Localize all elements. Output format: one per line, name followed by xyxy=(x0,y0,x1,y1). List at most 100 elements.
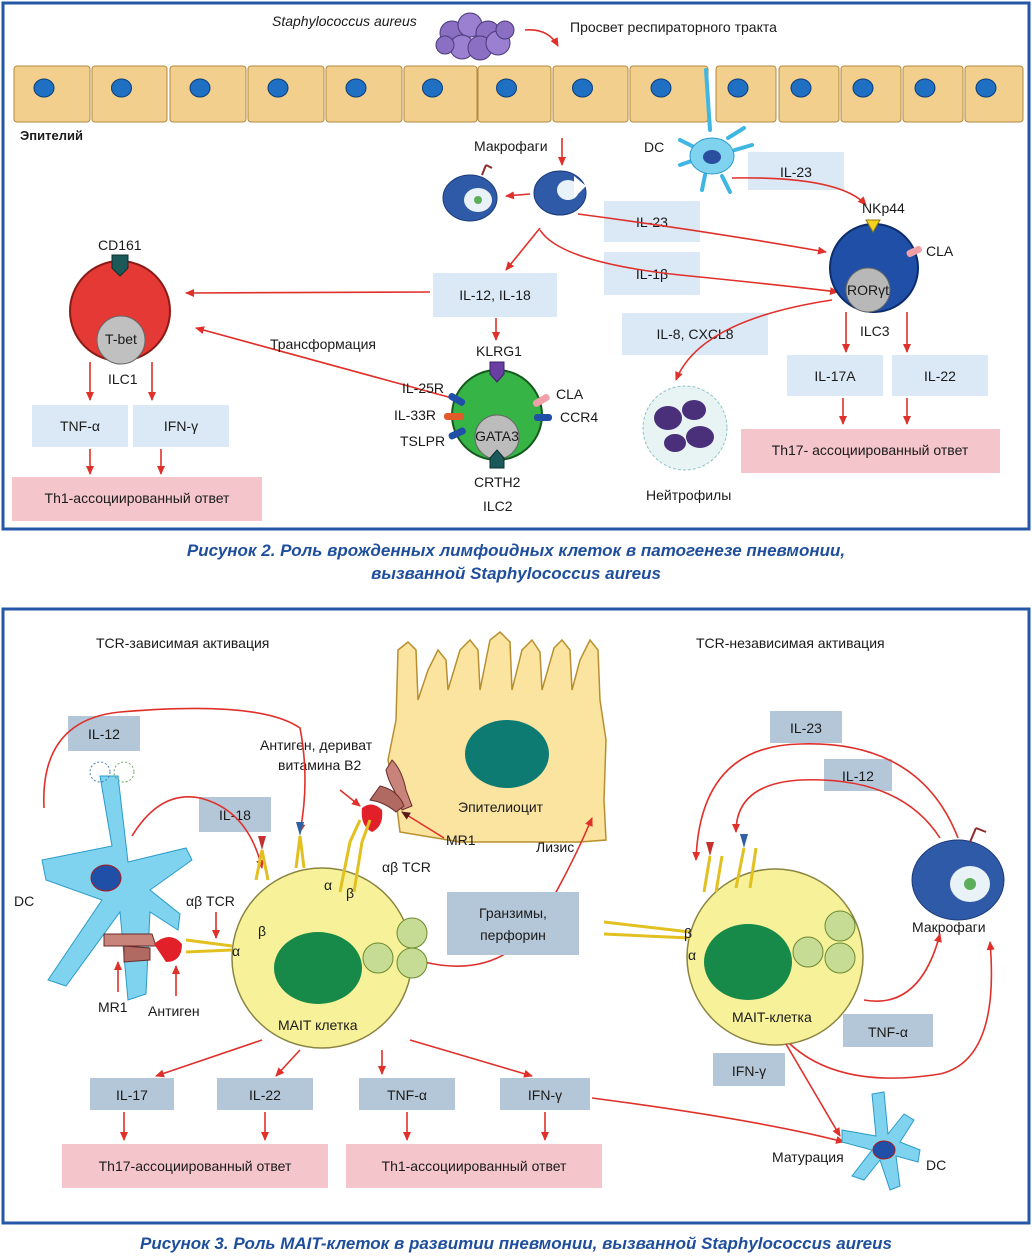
figure-3-caption: Рисунок 3. Роль MAIT-клеток в развитии п… xyxy=(140,1234,892,1253)
ilc2-cell xyxy=(444,361,552,469)
il22-box xyxy=(892,355,988,396)
arrow-mr1-center xyxy=(401,811,445,839)
il23-box-right xyxy=(770,711,842,743)
figure-2: Staphylococcus aureus Просвет респиратор… xyxy=(1,1,1031,531)
arrow-macro-left xyxy=(505,191,531,200)
il17-box-label: IL-17 xyxy=(116,1087,148,1103)
epithelial-cell-icon xyxy=(387,630,607,843)
cla-ilc3-label: CLA xyxy=(926,243,954,259)
il12-box-right-label: IL-12 xyxy=(842,768,874,784)
arrow-mait-right-to-dc xyxy=(785,1043,841,1137)
tcr-dependent-title: TCR-зависимая активация xyxy=(96,635,269,651)
epithelial-nucleus xyxy=(189,78,211,98)
epithelial-nucleus xyxy=(852,78,874,98)
macrophages-right-label: Макрофаги xyxy=(912,919,986,935)
dc-left-icon xyxy=(41,775,193,1001)
granzymes-line-1: Гранзимы, xyxy=(479,905,547,921)
il33r-label: IL-33R xyxy=(394,407,436,423)
neutrophils-label: Нейтрофилы xyxy=(646,487,731,503)
il23-box-right-label: IL-23 xyxy=(790,720,822,736)
tcr-independent-title: TCR-независимая активация xyxy=(696,635,885,651)
cla-ilc2-label: CLA xyxy=(556,386,584,402)
tnfa-box-right xyxy=(843,1014,933,1047)
epithelial-cell-label: Эпителиоцит xyxy=(458,799,544,815)
th17-response-label: Th17- ассоциированный ответ xyxy=(772,442,969,458)
tbet-label: T-bet xyxy=(105,331,137,347)
epithelial-nucleus xyxy=(790,78,812,98)
il22-box-label: IL-22 xyxy=(924,368,956,384)
il12-box-label: IL-12 xyxy=(88,726,120,742)
il23-box-2 xyxy=(604,201,700,242)
macrophage-right-icon xyxy=(911,827,1005,921)
il1b-box-label: IL-1β xyxy=(636,266,668,282)
arrow-il12-to-ilc1 xyxy=(185,288,431,297)
il12-il18-box-label: IL-12, IL-18 xyxy=(459,287,531,303)
tcr-beta-center: β xyxy=(346,885,354,901)
ab-tcr-center-label: αβ TCR xyxy=(382,859,431,875)
epithelial-nucleus xyxy=(572,78,593,98)
tnfa-box xyxy=(359,1078,455,1110)
ilc1-label: ILC1 xyxy=(108,371,138,387)
epithelial-nucleus xyxy=(650,78,672,98)
tcr-beta-right: β xyxy=(684,925,692,941)
ifng-box-label: IFN-γ xyxy=(528,1087,562,1103)
il12-il18-box xyxy=(433,273,557,317)
dendritic-cell-icon xyxy=(678,68,754,194)
epithelial-nucleus xyxy=(914,78,936,98)
arrow-ifng-to-macrophage xyxy=(789,941,995,1079)
antigen-b2-line-2: витамина B2 xyxy=(278,757,361,773)
tcr-alpha-right: α xyxy=(688,947,696,963)
tcr-alpha-left: α xyxy=(232,943,240,959)
arrow-macro-il23-to-mait xyxy=(692,743,959,861)
epithelial-nucleus xyxy=(975,78,997,98)
gata3-label: GATA3 xyxy=(475,428,519,444)
nkp44-label: NKp44 xyxy=(862,200,905,216)
ifng-box-label: IFN-γ xyxy=(164,418,198,434)
tcr-alpha-center: α xyxy=(324,877,332,893)
il17a-box xyxy=(787,355,883,396)
th1-response-box xyxy=(346,1144,602,1188)
epithelial-nucleus xyxy=(345,78,367,98)
il18-box-label: IL-18 xyxy=(219,807,251,823)
il12-box-right xyxy=(824,759,892,791)
arrow-ifng-to-maturation xyxy=(591,1097,845,1144)
epithelium-row xyxy=(13,65,1024,123)
ifng-box xyxy=(133,405,229,447)
arrow-mait-to-ifng xyxy=(409,1039,533,1078)
arrow-to-lumen xyxy=(524,29,559,47)
lysis-label: Лизис xyxy=(536,839,574,855)
figure-2-caption-line-2: вызванной Staphylococcus aureus xyxy=(371,564,661,583)
il8-box xyxy=(622,313,768,355)
granzymes-box xyxy=(447,892,579,955)
arrow-macro-il12-to-mait xyxy=(732,778,941,839)
ab-tcr-left-label: αβ TCR xyxy=(186,893,235,909)
mr1-left-icon xyxy=(103,933,182,963)
ifng-box-right xyxy=(713,1053,785,1086)
il12-box xyxy=(68,716,140,751)
ccr4-label: CCR4 xyxy=(560,409,598,425)
tnfa-box-label: TNF-α xyxy=(387,1087,427,1103)
dc-right-label: DC xyxy=(926,1157,946,1173)
ifng-box xyxy=(500,1078,590,1110)
arrow-dc-to-ilc3 xyxy=(731,177,867,206)
dc-right-icon xyxy=(841,1091,921,1191)
il17a-box-label: IL-17A xyxy=(814,368,856,384)
ifng-box-right-label: IFN-γ xyxy=(732,1063,766,1079)
epithelial-nucleus xyxy=(422,78,443,98)
tnfa-box-right-label: TNF-α xyxy=(868,1024,908,1040)
tnfa-box xyxy=(32,405,128,447)
epithelial-nucleus xyxy=(496,78,517,98)
transformation-label: Трансформация xyxy=(270,336,376,352)
il25r-label: IL-25R xyxy=(402,380,444,396)
arrow-il12-to-mait xyxy=(43,707,306,833)
epithelial-nucleus xyxy=(111,78,132,98)
arrow-mait-to-il22 xyxy=(275,1049,301,1077)
tcr-beta-left: β xyxy=(258,923,266,939)
il22-box-label: IL-22 xyxy=(249,1087,281,1103)
arrow-transformation xyxy=(195,326,453,399)
arrow-to-antigen-b2 xyxy=(339,789,361,807)
figure-3: TCR-зависимая активация TCR-независимая … xyxy=(1,607,1031,1225)
th1-response-box xyxy=(12,477,262,521)
th17-response-label: Th17-ассоциированный ответ xyxy=(99,1158,292,1174)
